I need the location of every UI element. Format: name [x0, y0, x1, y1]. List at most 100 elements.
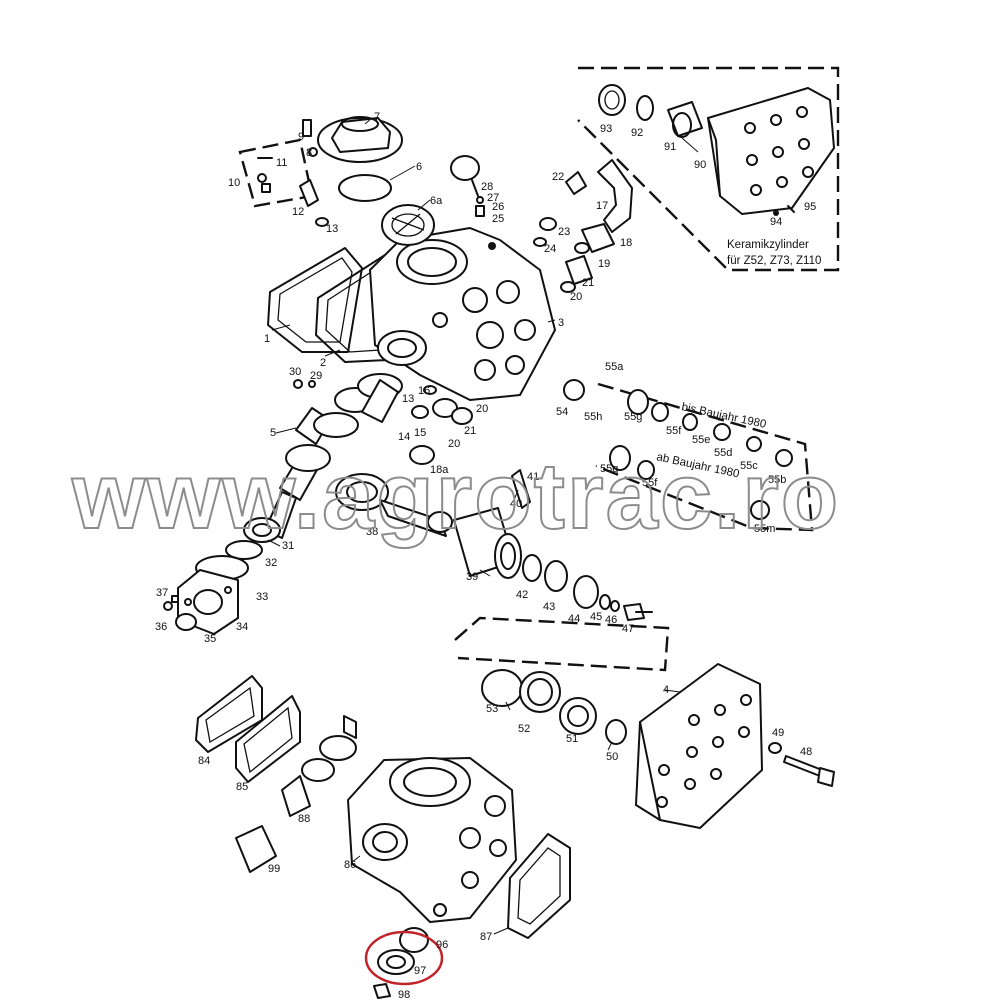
bearing-31-seals [195, 517, 281, 581]
part-labels: 1 2 3 4 5 6 6a 7 8 9 10 11 12 13 13 14 1… [155, 111, 816, 1000]
label-3: 3 [558, 317, 564, 329]
label-42: 42 [516, 589, 528, 601]
label-20a: 20 [570, 291, 582, 303]
label-21a: 21 [582, 277, 594, 289]
crankshaft-88 [281, 715, 357, 817]
diaphragm-6 [338, 174, 392, 202]
valve-kit-panel [563, 379, 814, 532]
label-31: 31 [282, 540, 294, 552]
cylinder-head-4 [635, 663, 763, 829]
pump-housing-86 [347, 757, 517, 923]
label-18: 18 [620, 237, 632, 249]
label-15: 15 [414, 427, 426, 439]
valve-parts-42-47 [522, 554, 653, 621]
piston-pin-40 [511, 469, 531, 509]
label-1: 1 [264, 333, 270, 345]
label-12: 12 [292, 206, 304, 218]
label-34: 34 [236, 621, 248, 633]
label-87: 87 [480, 931, 492, 943]
head-cap-7 [317, 116, 403, 163]
label-55g2: 55g [600, 463, 618, 475]
label-52: 52 [518, 723, 530, 735]
label-88: 88 [298, 813, 310, 825]
watermark: www.agrotrac.ro [71, 443, 840, 548]
label-55h: 55h [584, 411, 602, 423]
pump-housing-3 [369, 227, 556, 401]
small-parts-13-21 [293, 379, 473, 465]
label-55c: 55c [740, 460, 758, 472]
label-55a: 55a [605, 361, 624, 373]
gasket-85 [235, 695, 301, 783]
label-25: 25 [492, 213, 504, 225]
label-13: 13 [326, 223, 338, 235]
label-90: 90 [694, 159, 706, 171]
label-35: 35 [204, 633, 216, 645]
label-4: 4 [663, 684, 669, 696]
bearings-50-53 [481, 669, 627, 745]
label-41: 41 [527, 471, 539, 483]
diaphragm-6a [381, 204, 435, 246]
label-45: 45 [590, 611, 602, 623]
label-40: 40 [510, 498, 522, 510]
ceramic-note-line1: Keramikzylinder [727, 239, 809, 251]
label-8: 8 [306, 147, 312, 159]
ceramic-cylinder-inset [577, 66, 840, 272]
label-47: 47 [622, 623, 634, 635]
label-19: 19 [598, 258, 610, 270]
label-37: 37 [156, 587, 168, 599]
ceramic-head-bolts [744, 106, 814, 196]
label-2: 2 [320, 357, 326, 369]
gasket-1 [267, 247, 363, 353]
label-22: 22 [552, 171, 564, 183]
label-39: 39 [466, 571, 478, 583]
label-11: 11 [276, 157, 287, 169]
label-32: 32 [265, 557, 277, 569]
label-55g: 55g [624, 411, 642, 423]
bolt-kit-frame [238, 138, 314, 208]
head-bolt-48 [768, 742, 835, 787]
label-38: 38 [366, 526, 378, 538]
connecting-rod-38 [335, 473, 453, 537]
label-10: 10 [228, 177, 240, 189]
label-20c: 20 [448, 438, 460, 450]
label-44: 44 [568, 613, 580, 625]
label-5: 5 [270, 427, 276, 439]
label-94: 94 [770, 216, 782, 228]
label-46: 46 [605, 614, 617, 626]
label-97: 97 [414, 965, 426, 977]
parts-96-97-98 [373, 927, 429, 999]
label-55f2: 55f [642, 477, 658, 489]
label-55m: 55m [754, 523, 775, 535]
label-6: 6 [416, 161, 422, 173]
piston-99 [235, 825, 277, 873]
label-85: 85 [236, 781, 248, 793]
label-84: 84 [198, 755, 210, 767]
label-24: 24 [544, 243, 556, 255]
label-27: 27 [487, 192, 499, 204]
label-20b: 20 [476, 403, 488, 415]
label-29: 29 [310, 370, 322, 382]
elbow-hose-17 [597, 159, 633, 233]
label-21b: 21 [464, 425, 476, 437]
label-48: 48 [800, 746, 812, 758]
piston-39 [453, 507, 522, 579]
label-96: 96 [436, 939, 448, 951]
label-17: 17 [596, 200, 608, 212]
label-91: 91 [664, 141, 676, 153]
cover-87 [507, 833, 571, 939]
label-55b: 55b [768, 474, 786, 486]
head-4-dash [454, 616, 670, 672]
label-9: 9 [298, 131, 304, 143]
label-7: 7 [374, 111, 380, 123]
label-98: 98 [398, 989, 410, 1000]
label-49: 49 [772, 727, 784, 739]
label-26: 26 [492, 201, 504, 213]
leader-lines [267, 117, 699, 935]
label-92: 92 [631, 127, 643, 139]
label-18a: 18a [430, 464, 449, 476]
label-55d: 55d [714, 447, 732, 459]
label-14: 14 [398, 431, 410, 443]
label-33: 33 [256, 591, 268, 603]
label-43: 43 [543, 601, 555, 613]
